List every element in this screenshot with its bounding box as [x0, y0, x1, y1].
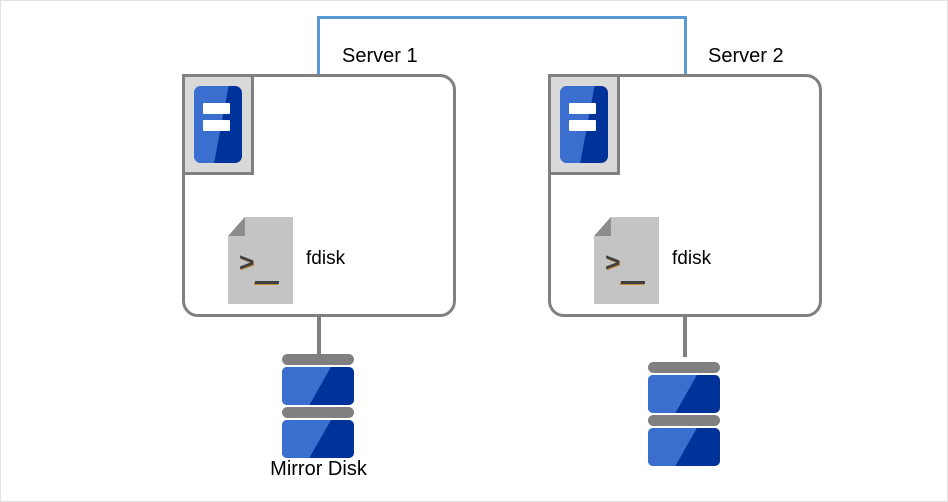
server-slot-bar — [568, 102, 597, 114]
prompt-cursor-icon — [621, 281, 645, 284]
terminal-document-icon: > — [228, 217, 293, 304]
disk-platter — [648, 375, 720, 413]
server-slot-bar — [202, 102, 231, 114]
document-fold-corner — [594, 217, 611, 237]
server-slot-bar — [568, 119, 597, 131]
terminal-document-icon: > — [594, 217, 659, 304]
server-chassis — [194, 86, 242, 163]
disk-platter-bar — [282, 407, 354, 418]
server-icon — [182, 74, 254, 175]
disk-platter-bar — [282, 354, 354, 365]
server-slot-bar — [202, 119, 231, 131]
disk-platter-bar — [648, 415, 720, 426]
disk-platter — [282, 367, 354, 405]
disk-platter-bar — [648, 362, 720, 373]
prompt-caret-icon: > — [605, 247, 621, 277]
prompt-caret-icon: > — [239, 247, 255, 277]
server-2-disk-stack — [648, 362, 720, 468]
prompt-cursor-icon — [255, 281, 279, 284]
document-fold-corner — [228, 217, 245, 237]
disk-platter — [648, 428, 720, 466]
server-chassis — [560, 86, 608, 163]
server-1-disk-connector — [317, 315, 321, 357]
server-icon — [548, 74, 620, 175]
mirror-disk-label: Mirror Disk — [270, 458, 367, 480]
server-1-fdisk-label: fdisk — [306, 248, 346, 269]
server-1-disk-stack — [282, 354, 354, 460]
server-2-disk-connector — [683, 315, 687, 357]
server-interconnect-link — [317, 16, 687, 76]
server-2-title: Server 2 — [708, 45, 784, 67]
server-2-fdisk-label: fdisk — [672, 248, 712, 269]
disk-platter — [282, 420, 354, 458]
server-1-title: Server 1 — [342, 45, 418, 67]
